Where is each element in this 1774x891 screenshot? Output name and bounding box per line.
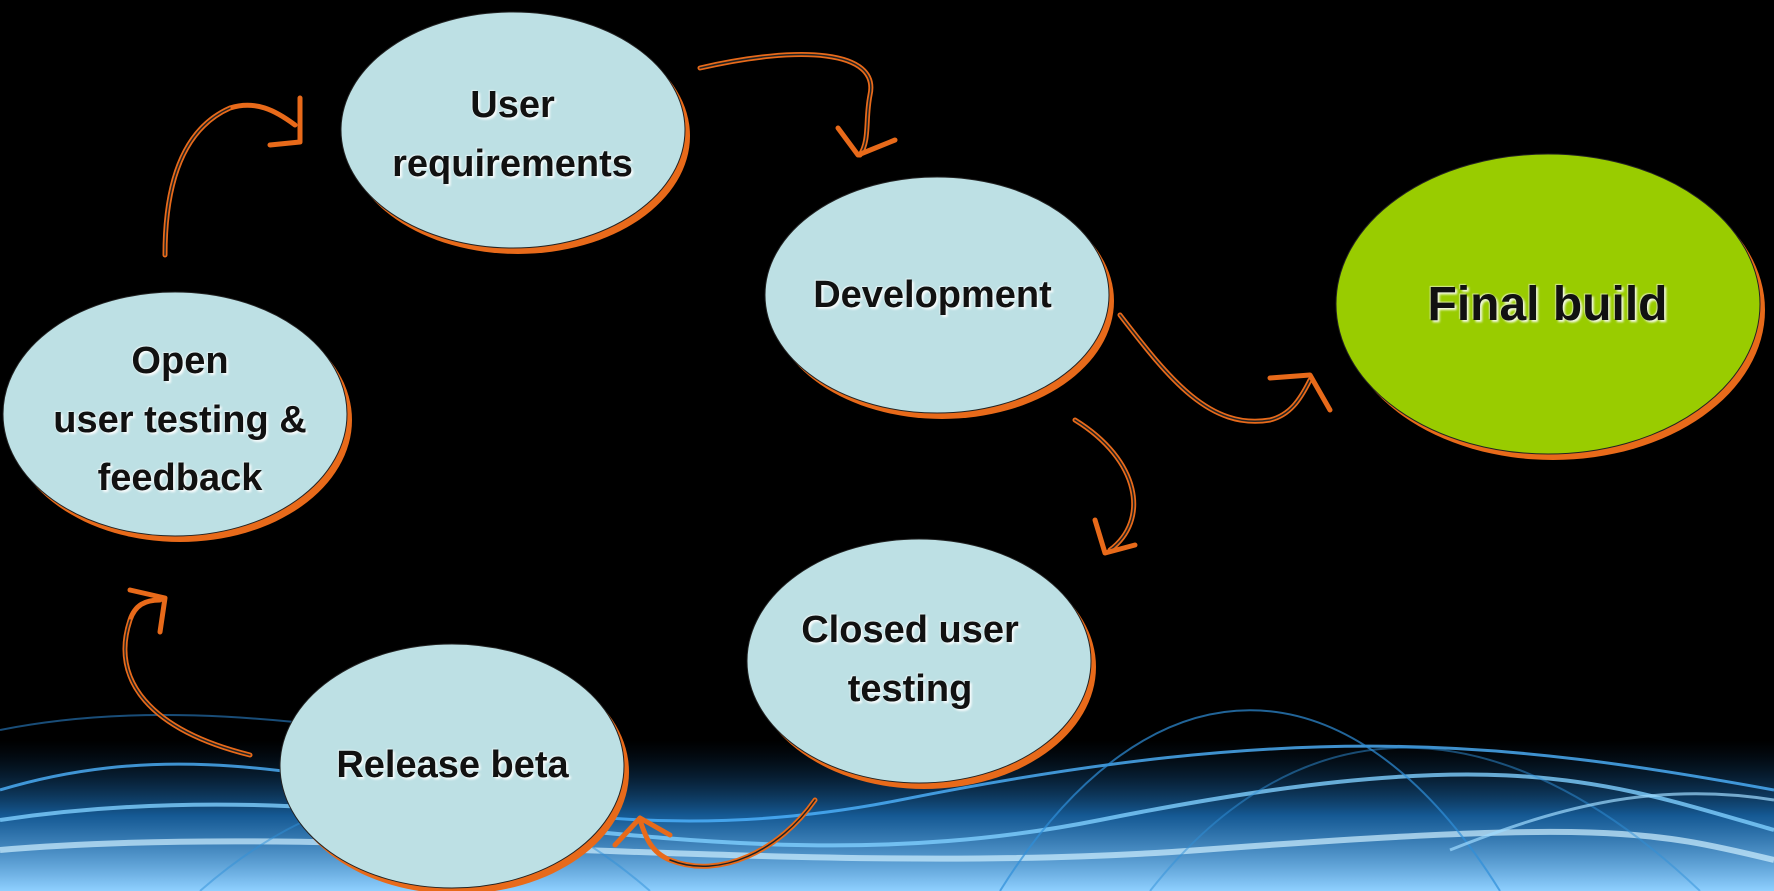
curved-arrow-icon <box>162 95 303 258</box>
node-label-final-build: Final build <box>1427 277 1668 331</box>
node-development <box>764 176 1114 419</box>
node-label-release-beta: Release beta <box>336 743 569 786</box>
node-final-build <box>1335 153 1765 460</box>
node-label-user-requirements: User requirements <box>392 84 633 185</box>
curved-arrow-icon <box>697 52 898 158</box>
curved-arrow-icon <box>1117 312 1333 424</box>
curved-arrow-icon <box>122 587 253 758</box>
node-closed-testing <box>746 538 1096 789</box>
node-label-development: Development <box>813 273 1052 316</box>
node-label-open-testing: Open user testing & feedback <box>53 339 307 500</box>
node-open-testing <box>2 291 352 542</box>
node-user-requirements <box>340 11 690 254</box>
node-label-closed-testing: Closed user testing <box>801 609 1019 710</box>
curved-arrow-icon <box>1072 417 1138 556</box>
node-release-beta <box>279 643 629 891</box>
curved-arrow-icon <box>612 797 818 869</box>
